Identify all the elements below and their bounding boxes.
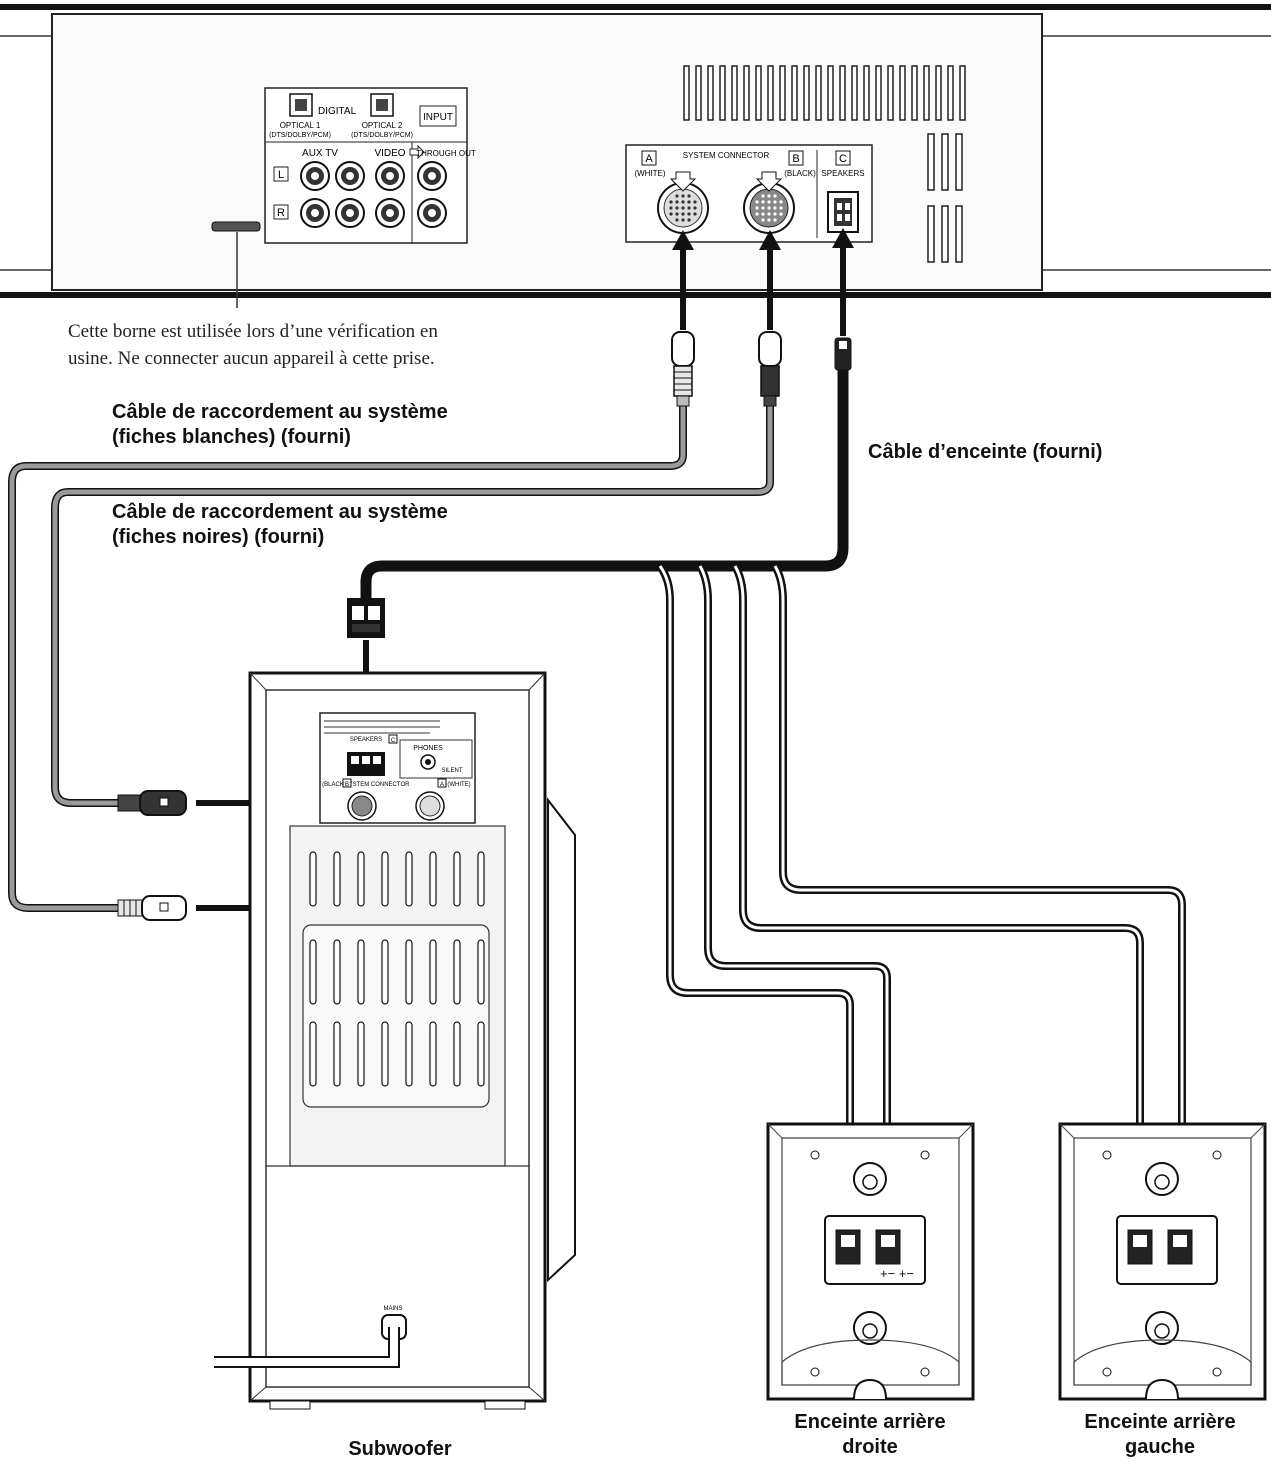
speaker-plug-bottom	[347, 598, 385, 638]
sub-speakers-label: SPEAKERS	[350, 737, 382, 743]
subwoofer: SPEAKERS C PHONES SILENT SYSTEM CONNECTO…	[214, 671, 576, 1410]
through-out-label: THROUGH OUT	[416, 149, 476, 158]
white-cable-label-line-2: (fiches blanches) (fourni)	[112, 426, 351, 448]
sub-black-label: (BLACK)	[322, 782, 346, 788]
main-unit-body	[51, 13, 1043, 291]
ventilation-slots	[309, 851, 485, 1087]
input-label: INPUT	[423, 112, 453, 123]
speaker-plug-top	[834, 337, 852, 371]
rear-speakers	[766, 1122, 1267, 1401]
rear-left-label-line-2: gauche	[1124, 1436, 1196, 1458]
speaker-branch-cables	[656, 563, 1186, 1245]
optical-2-label: OPTICAL 2	[362, 121, 403, 130]
port-b-letter: B	[792, 153, 799, 165]
mains-label: MAINS	[383, 1306, 402, 1312]
port-c-speaker-jack	[827, 191, 859, 233]
factory-test-terminal	[211, 221, 261, 232]
factory-terminal-note: Cette borne est utilisée lors d’une véri…	[68, 318, 538, 372]
factory-note-line-2: usine. Ne connecter aucun appareil à cet…	[68, 348, 435, 369]
sub-white-label: (WHITE)	[447, 782, 470, 788]
top-rail	[0, 4, 1271, 10]
main-unit-rear: DIGITAL OPTICAL 1 (DTS/DOLBY/PCM) OPTICA…	[0, 4, 1271, 308]
black-plug-side	[117, 790, 187, 816]
system-connector-label: SYSTEM CONNECTOR	[683, 151, 770, 160]
rear-left-label-line-1: Enceinte arrière	[1084, 1411, 1236, 1433]
sub-black-connector	[347, 791, 377, 821]
black-cable-label-line-2: (fiches noires) (fourni)	[112, 526, 325, 548]
black-cable-label: Câble de raccordement au système (fiches…	[112, 500, 448, 550]
right-marker: R	[277, 207, 285, 219]
sub-port-a-letter: A	[440, 782, 444, 788]
video-label: VIDEO	[374, 148, 405, 159]
factory-note-line-1: Cette borne est utilisée lors d’une véri…	[68, 321, 438, 342]
rear-right-speaker-label: Enceinte arrière droite	[760, 1410, 980, 1460]
rear-left-speaker-label: Enceinte arrière gauche	[1052, 1410, 1268, 1460]
optical-2-jack	[370, 93, 394, 117]
sub-speaker-jack	[347, 752, 385, 776]
left-marker: L	[278, 169, 284, 181]
port-c-letter: C	[839, 153, 847, 165]
port-a-letter: A	[645, 153, 653, 165]
cables	[7, 228, 1186, 1245]
rear-right-label-line-2: droite	[842, 1436, 898, 1458]
optical-1-sub: (DTS/DOLBY/PCM)	[269, 132, 331, 139]
rear-right-label-line-1: Enceinte arrière	[794, 1411, 946, 1433]
sub-white-connector	[415, 791, 445, 821]
white-cable-label-line-1: Câble de raccordement au système	[112, 401, 448, 423]
speaker-cable	[360, 370, 849, 600]
cooling-vents	[683, 65, 966, 263]
white-plug-side	[117, 895, 187, 921]
speaker-cable-label: Câble d’enceinte (fourni)	[868, 441, 1103, 463]
aux-tv-label: AUX TV	[302, 148, 338, 159]
rca-jacks	[300, 161, 447, 228]
silent-label: SILENT	[441, 768, 462, 774]
speakers-label: SPEAKERS	[821, 169, 864, 178]
black-plug-top	[758, 331, 782, 407]
polarity-marks: +− +−	[880, 1266, 914, 1281]
black-cable-label-line-1: Câble de raccordement au système	[112, 501, 448, 523]
port-a-white-connector	[657, 171, 709, 234]
port-b-black-connector	[743, 171, 795, 234]
optical-1-jack	[289, 93, 313, 117]
digital-label: DIGITAL	[318, 106, 357, 117]
sub-port-b-letter: B	[345, 782, 349, 788]
phones-jack	[420, 754, 436, 770]
sub-system-connector-label: SYSTEM CONNECTOR	[345, 782, 411, 788]
optical-2-sub: (DTS/DOLBY/PCM)	[351, 132, 413, 139]
sub-port-c-letter: C	[391, 738, 396, 744]
subwoofer-label: Subwoofer	[348, 1438, 452, 1460]
bottom-rail	[0, 292, 1271, 298]
port-a-color: (WHITE)	[634, 169, 665, 178]
white-plug-top	[671, 331, 695, 407]
optical-1-label: OPTICAL 1	[280, 121, 321, 130]
mains-power-cord	[214, 1314, 407, 1368]
phones-label: PHONES	[413, 745, 443, 752]
rear-left-speaker	[1058, 1122, 1267, 1401]
white-cable-label: Câble de raccordement au système (fiches…	[112, 400, 448, 450]
port-b-color: (BLACK)	[784, 169, 816, 178]
rear-right-speaker	[766, 1122, 975, 1401]
